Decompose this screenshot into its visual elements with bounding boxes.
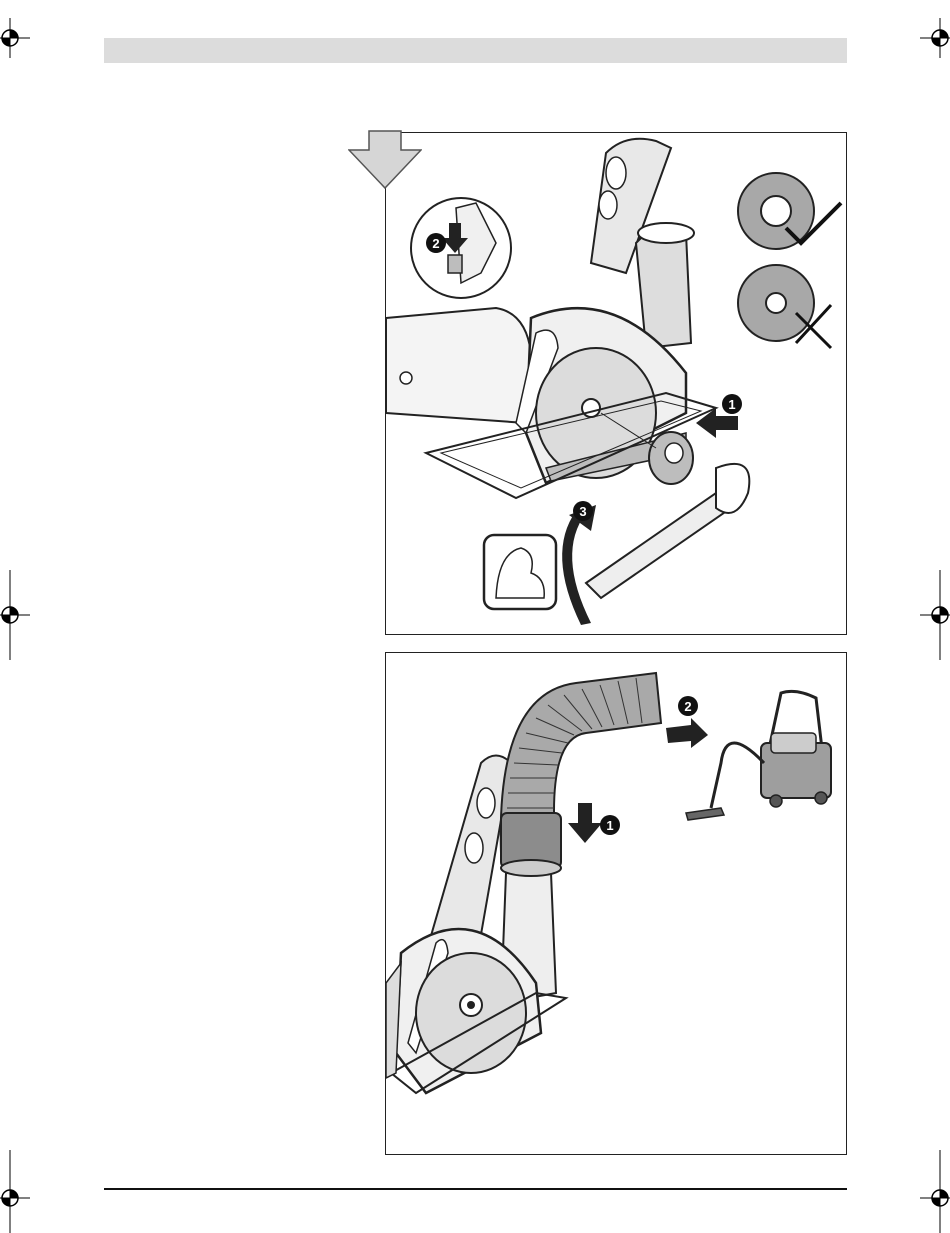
mount-step-2-label: 2 — [432, 236, 439, 251]
mount-disc-illustration: 1 2 3 — [385, 132, 847, 635]
extraction-step-1-label: 1 — [606, 818, 613, 833]
registration-mark-bottom-right-icon — [920, 1150, 950, 1233]
down-arrow-icon — [348, 130, 422, 190]
registration-mark-top-right-icon — [920, 18, 950, 58]
dust-extraction-illustration: 1 2 — [385, 652, 847, 1155]
header-bar — [104, 38, 847, 63]
mount-step-3-label: 3 — [579, 504, 586, 519]
mount-step-1-label: 1 — [728, 397, 735, 412]
footer-rule — [104, 1188, 847, 1190]
registration-mark-bottom-left-icon — [0, 1150, 30, 1233]
registration-mark-mid-right-icon — [920, 570, 950, 660]
registration-mark-mid-left-icon — [0, 570, 30, 660]
extraction-step-2-label: 2 — [684, 699, 691, 714]
registration-mark-top-left-icon — [0, 18, 30, 58]
